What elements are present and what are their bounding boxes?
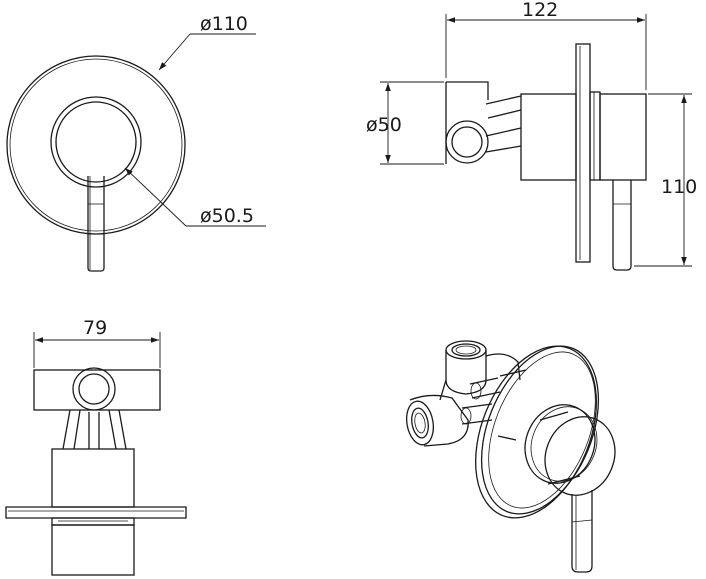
iso-valve-body (497, 369, 527, 441)
top-collar (51, 517, 135, 526)
top-arm-right (108, 409, 127, 450)
side-inlet-port-inner (451, 126, 483, 158)
iso-cover-plate-face (480, 345, 600, 515)
label-outer-diameter: ø110 (200, 13, 248, 35)
top-arm-middle (88, 412, 100, 449)
iso-collar (524, 404, 596, 484)
label-side-width: 122 (522, 0, 558, 21)
iso-side-inlet-thread (411, 407, 429, 439)
iso-side-inlet (409, 394, 469, 447)
handle-body-outer (50, 96, 142, 188)
side-valve-body (520, 93, 577, 181)
top-view: 79 (5, 317, 187, 576)
iso-top-inlet-thread (451, 343, 481, 357)
iso-cover-plate-outer (474, 345, 598, 519)
handle-body-inner (55, 101, 137, 183)
side-view: 122 ø50 110 (366, 0, 697, 271)
side-cover-plate (575, 43, 591, 263)
cover-plate-outer (6, 55, 186, 235)
top-port-inner (78, 373, 110, 405)
side-arm-lower (485, 127, 522, 153)
front-lever (87, 176, 105, 272)
label-inner-diameter: ø50.5 (200, 205, 254, 227)
top-port-outer (72, 367, 116, 411)
top-arm-left (62, 409, 81, 450)
label-top-width: 79 (83, 317, 107, 339)
top-handle-body (51, 524, 135, 576)
leader-inner-diameter (124, 167, 187, 227)
iso-side-inlet-rim (405, 400, 435, 446)
side-handle-body (599, 93, 647, 181)
iso-lever (571, 490, 593, 573)
label-side-body-diameter: ø50 (366, 114, 402, 136)
side-arm-upper (485, 95, 522, 119)
iso-manifold-top (485, 353, 521, 381)
top-cover-plate (5, 506, 187, 519)
leader-outer-diameter (158, 33, 191, 71)
label-side-height: 110 (661, 176, 697, 198)
isometric-view (405, 340, 616, 573)
side-inlet-port-outer (445, 120, 489, 164)
iso-top-inlet-rim (445, 340, 487, 360)
top-valve-body (51, 448, 135, 508)
front-view: ø110 ø50.5 (6, 13, 266, 272)
side-lever (612, 180, 632, 271)
iso-handle-face (544, 416, 616, 496)
cover-plate-edge (9, 58, 183, 232)
side-inlet-body (445, 81, 489, 164)
iso-pipe-lower (461, 403, 493, 425)
side-collar (589, 91, 601, 181)
iso-pipe-upper (469, 377, 501, 399)
iso-top-inlet (445, 350, 487, 395)
